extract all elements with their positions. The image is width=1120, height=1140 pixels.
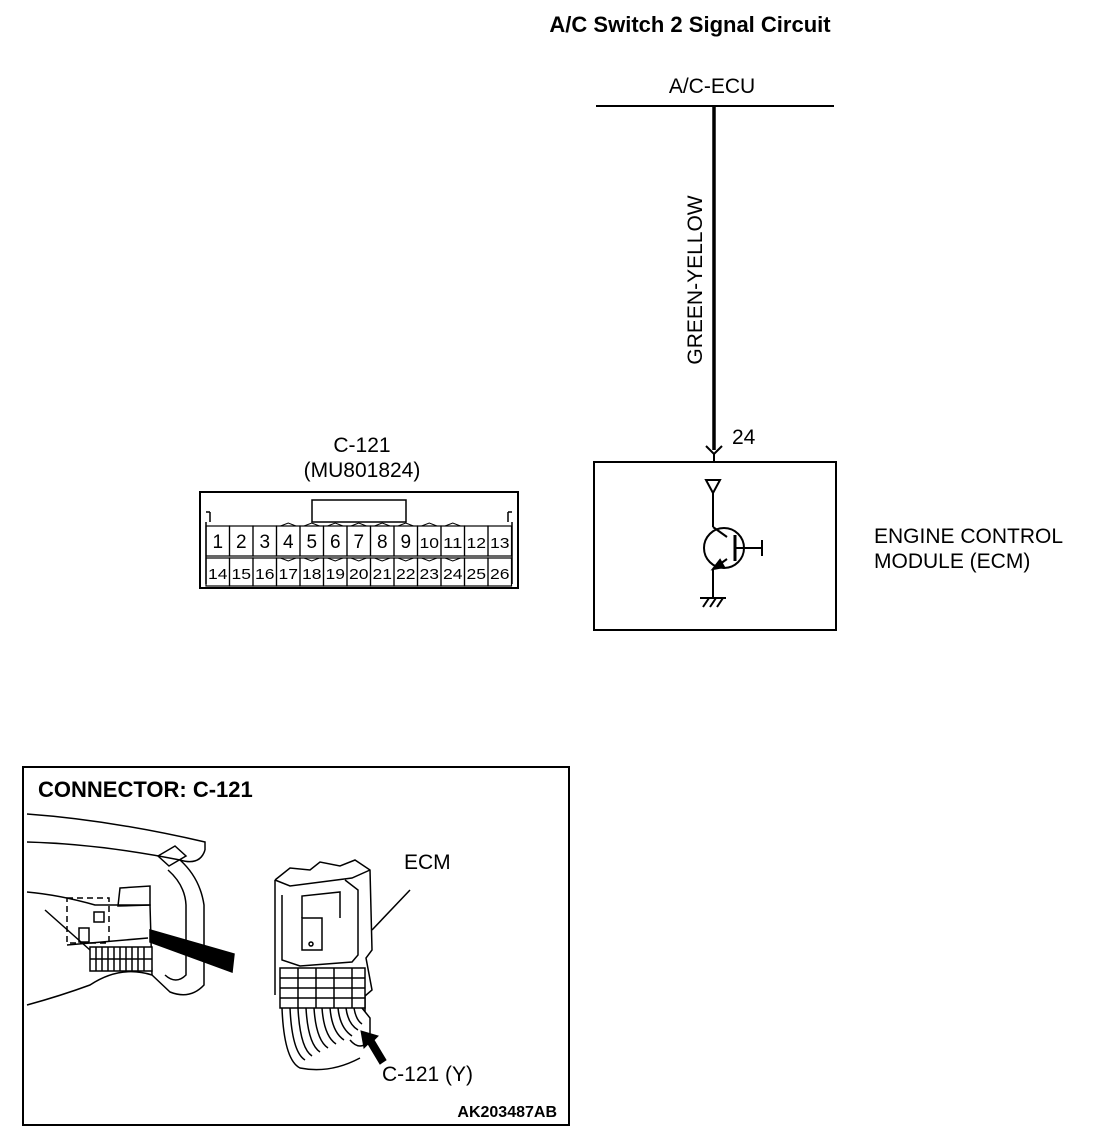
connector-pin-number: 8 — [377, 532, 388, 553]
ecm-callout-label: ECM — [404, 851, 451, 874]
connector-pin-number: 2 — [236, 532, 247, 553]
connector-pin-number: 26 — [490, 566, 510, 583]
pin-key-mark — [397, 557, 414, 562]
connector-pin-number: 11 — [443, 535, 463, 552]
connector-pin-number: 19 — [326, 566, 346, 583]
connector-pin-number: 15 — [232, 566, 252, 583]
wire-color-label: GREEN-YELLOW — [684, 195, 707, 364]
connector-pin-number: 13 — [490, 535, 510, 552]
pin-key-mark — [303, 522, 320, 527]
connector-pin-number: 23 — [420, 566, 440, 583]
connector-pin-number: 7 — [353, 532, 364, 553]
connector-pin-number: 21 — [373, 566, 393, 583]
pin-key-mark — [303, 557, 320, 562]
pin-key-mark — [350, 557, 367, 562]
pin-key-mark — [350, 522, 367, 527]
connector-pin-number: 3 — [259, 532, 270, 553]
pin-key-mark — [397, 522, 414, 527]
ecm-unit-illustration — [274, 859, 411, 1071]
connector-pin-number: 24 — [443, 566, 463, 583]
pin-key-mark — [280, 557, 297, 562]
ac-ecu-label: A/C-ECU — [669, 75, 755, 98]
pin-key-mark — [444, 522, 461, 527]
connector-pin-number: 22 — [396, 566, 416, 583]
figure-code: AK203487AB — [457, 1104, 557, 1121]
ecm-box — [593, 461, 837, 631]
pin-key-mark — [421, 557, 438, 562]
connector-pin-number: 25 — [467, 566, 487, 583]
pin-key-mark — [374, 557, 391, 562]
connector-face-name: C-121 — [333, 434, 390, 457]
pin-key-mark — [444, 557, 461, 562]
connector-pin-number: 14 — [208, 566, 228, 583]
terminal-number: 24 — [732, 426, 756, 449]
diagram-title: A/C Switch 2 Signal Circuit — [549, 12, 831, 37]
connector-face-part-number: (MU801824) — [304, 459, 421, 482]
connector-pin-number: 1 — [212, 532, 223, 553]
connector-pin-number: 17 — [279, 566, 299, 583]
ecm-label-line1: ENGINE CONTROL — [874, 525, 1063, 548]
pin-key-mark — [327, 522, 344, 527]
connector-pin-number: 4 — [283, 532, 294, 553]
connector-pin-cell — [487, 557, 513, 587]
connector-pin-number: 18 — [302, 566, 322, 583]
connector-pin-number: 10 — [420, 535, 440, 552]
dashboard-illustration — [26, 813, 235, 1006]
pin-key-mark — [421, 522, 438, 527]
connector-callout-label: C-121 (Y) — [382, 1063, 473, 1086]
ecm-label-line2: MODULE (ECM) — [874, 550, 1030, 573]
pin-key-mark — [374, 522, 391, 527]
connector-pin-number: 12 — [467, 535, 487, 552]
pin-key-mark — [327, 557, 344, 562]
connector-pin-number: 6 — [330, 532, 341, 553]
connector-face-outline — [199, 491, 519, 589]
connector-location-heading: CONNECTOR: C-121 — [38, 777, 253, 802]
connector-pin-number: 9 — [400, 532, 411, 553]
arrow-icon — [360, 1030, 387, 1065]
connector-pin-number: 16 — [255, 566, 275, 583]
transistor-symbol — [703, 479, 763, 598]
connector-face-lock — [311, 499, 407, 523]
connector-pin-number: 20 — [349, 566, 369, 583]
ground-icon — [700, 597, 726, 608]
connector-pin-cell — [487, 525, 513, 557]
pin-key-mark — [280, 522, 297, 527]
connector-location-box — [22, 766, 570, 1126]
connector-pin-number: 5 — [306, 532, 317, 553]
